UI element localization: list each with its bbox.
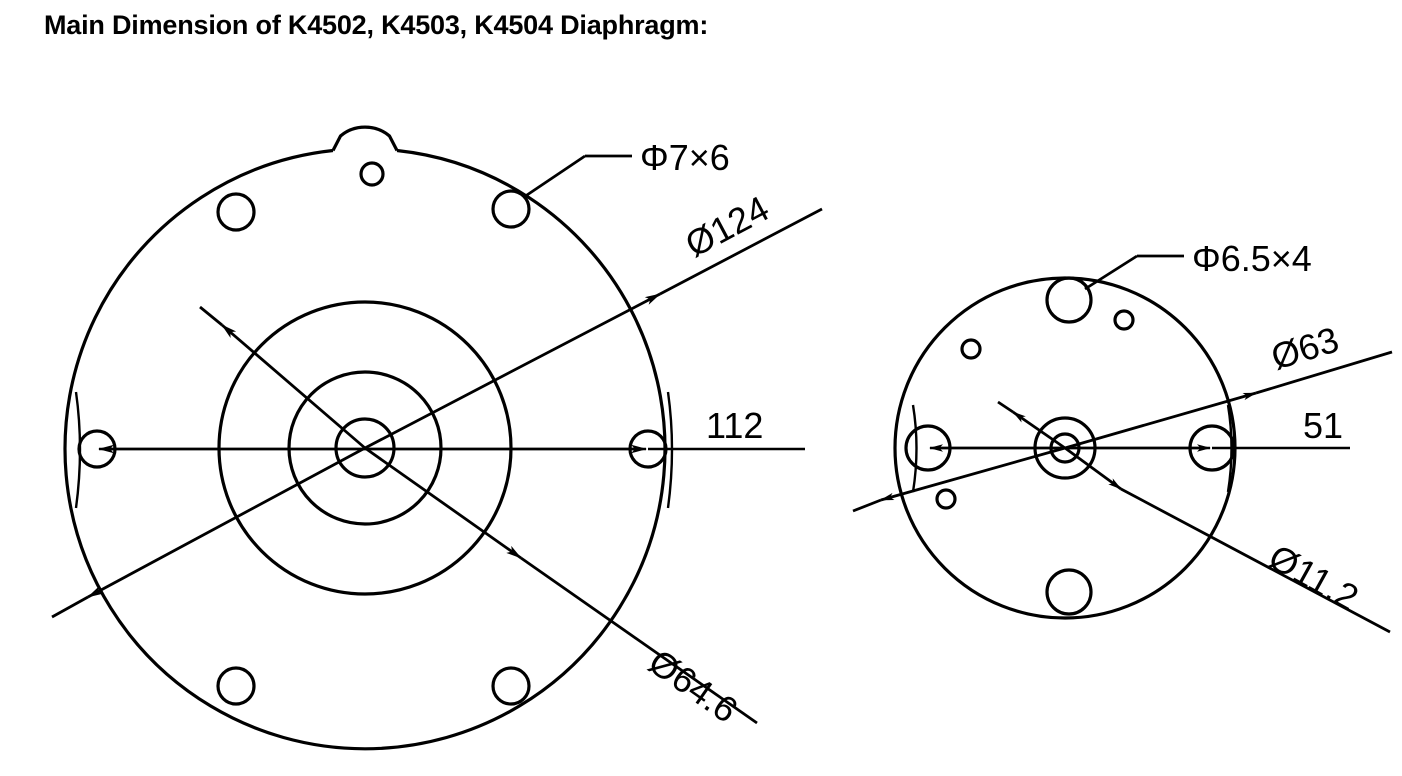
left-outer-profile (63, 125, 667, 751)
left-inner-diameter-label: Ø64.6 (641, 641, 745, 731)
right-hole-callout-leader (1084, 254, 1184, 291)
right-bolt-circle-dimension (911, 404, 1350, 493)
locating-hole (1113, 309, 1135, 331)
right-bolt-circle-label: 51 (1303, 405, 1343, 446)
bolt-hole (216, 192, 256, 232)
left-diaphragm-group: Φ7×6 Ø124 Ø64.6 112 (51, 125, 823, 751)
left-small-holes (359, 161, 385, 187)
locating-hole (935, 488, 957, 510)
right-small-holes (935, 309, 1135, 510)
left-bolt-circle-dimension (74, 391, 805, 509)
bolt-hole (491, 666, 531, 706)
page-title: Main Dimension of K4502, K4503, K4504 Di… (44, 10, 709, 40)
bolt-hole (1045, 568, 1093, 616)
left-outer-diameter-dimension (51, 207, 823, 619)
left-bolt-circle-label: 112 (706, 405, 763, 446)
locating-hole (359, 161, 385, 187)
left-hole-callout-label: Φ7×6 (640, 137, 730, 178)
right-inner-diameter-label: Ø11.2 (1262, 536, 1365, 618)
left-bolt-holes (77, 189, 668, 706)
left-inner-diameter-dimension (199, 305, 758, 725)
right-inner-diameter-dimension (997, 400, 1391, 634)
left-hole-callout-leader (523, 154, 632, 199)
locating-hole (960, 338, 982, 360)
right-diaphragm-group: Φ6.5×4 Ø63 Ø11.2 51 (852, 238, 1393, 634)
right-outer-diameter-dimension (852, 350, 1393, 513)
bolt-hole (1045, 276, 1093, 324)
bolt-hole (491, 189, 531, 229)
right-hole-callout-label: Φ6.5×4 (1192, 238, 1312, 279)
left-outer-diameter-label: Ø124 (679, 188, 776, 266)
bolt-hole (216, 666, 256, 706)
